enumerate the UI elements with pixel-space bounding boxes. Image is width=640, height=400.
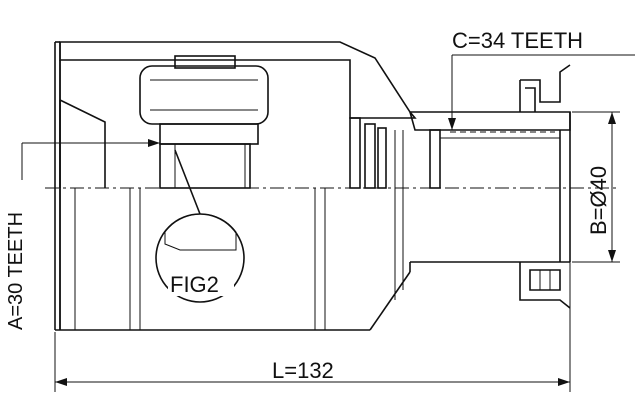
tripod-roller <box>139 55 269 189</box>
a-teeth-label: A=30 TEETH <box>5 212 27 330</box>
housing-outline <box>54 41 570 331</box>
b-diameter-label: B=Ø40 <box>586 166 611 235</box>
inner-rings <box>349 112 571 262</box>
length-label: L=132 <box>272 358 334 383</box>
a-teeth-callout: A=30 TEETH <box>5 139 160 330</box>
c-teeth-label: C=34 TEETH <box>452 28 583 53</box>
b-diameter-dimension: B=Ø40 <box>572 111 620 263</box>
seal-flange-top <box>519 64 571 112</box>
length-dimension: L=132 <box>54 262 571 392</box>
fig2-label: FIG2 <box>170 272 219 297</box>
seal-flange-bottom <box>519 262 571 309</box>
fig2-detail: FIG2 <box>155 149 245 303</box>
c-teeth-callout: C=34 TEETH <box>448 28 635 130</box>
